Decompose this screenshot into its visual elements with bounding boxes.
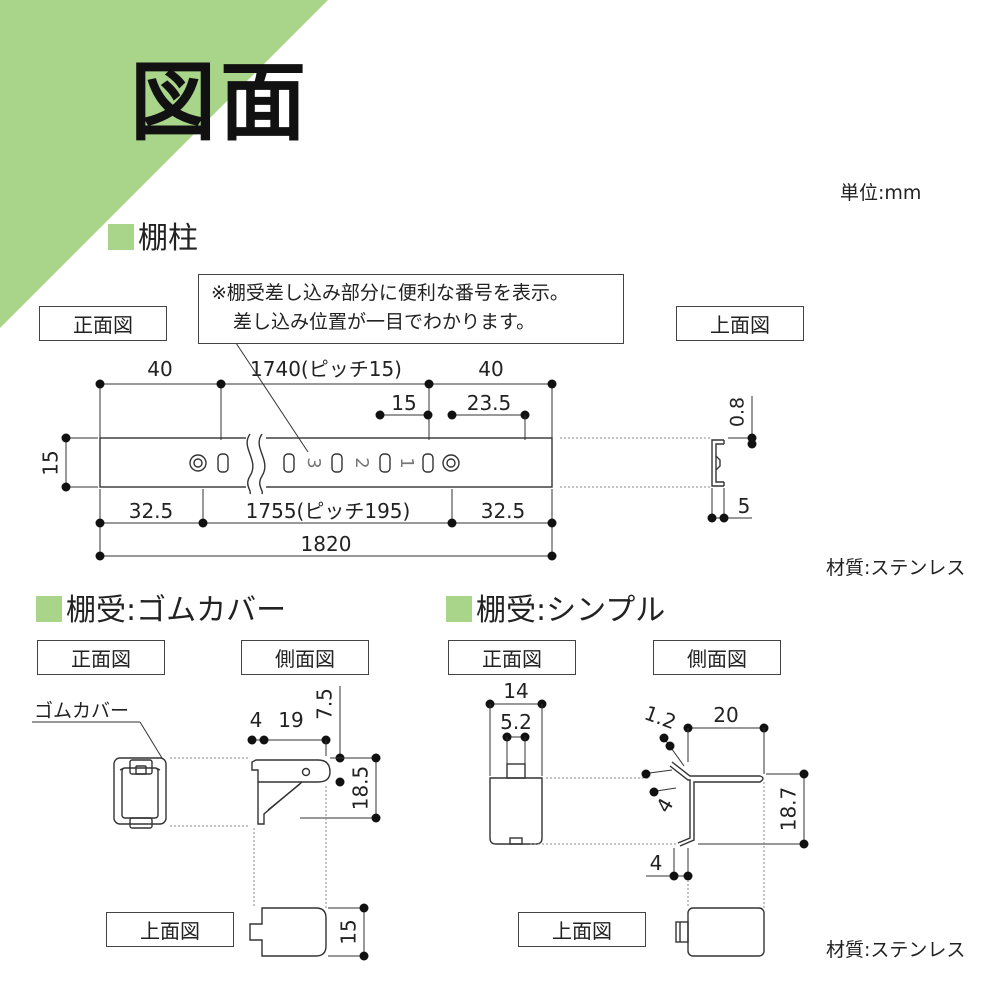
dim-total: 1820 <box>301 532 352 556</box>
dim-left-margin: 40 <box>147 357 172 381</box>
simple-dim-inner: 5.2 <box>500 710 532 734</box>
simple-dim-depth: 20 <box>713 703 738 727</box>
rubber-front-view <box>32 721 167 829</box>
section-heading-pillar: 棚柱 <box>108 224 198 254</box>
rubber-top-view: 15 <box>249 903 369 961</box>
dim-thickness: 0.8 <box>727 397 749 427</box>
square-icon <box>446 596 472 622</box>
material-label-bracket: 材質:ステンレス <box>826 939 966 961</box>
dim-hole-offset: 23.5 <box>467 391 512 415</box>
rubber-dim-b: 19 <box>278 708 303 732</box>
pillar-note: ※棚受差し込み部分に便利な番号を表示。 差し込み位置が一目でわかります。 <box>198 274 624 344</box>
rubber-dim-d: 18.5 <box>349 766 373 811</box>
rubber-dim-a: 4 <box>250 708 263 732</box>
dim-right-margin: 40 <box>478 357 503 381</box>
unit-label: 単位:mm <box>840 182 922 204</box>
simple-top-view-label: 上面図 <box>518 912 646 947</box>
dim-span: 1740(ピッチ15) <box>250 357 402 381</box>
rubber-front-view-label: 正面図 <box>37 640 165 675</box>
dim-depth: 5 <box>738 494 751 518</box>
pillar-front-view-label: 正面図 <box>39 306 167 341</box>
rubber-side-view-label: 側面図 <box>241 640 369 675</box>
rubber-top-view-label: 上面図 <box>106 912 234 947</box>
note-line-2: 差し込み位置が一目でわかります。 <box>233 311 536 333</box>
material-label-pillar: 材質:ステンレス <box>826 557 966 579</box>
dim-bottom-left: 32.5 <box>129 499 174 523</box>
simple-dim-wire: 1.2 <box>641 701 679 734</box>
simple-dim-hook: 4 <box>651 794 678 817</box>
section-heading-rubber: 棚受:ゴムカバー <box>36 596 286 626</box>
slot-number-3: 3 <box>303 457 324 468</box>
pillar-front-view: 40 1740(ピッチ15) 40 15 23.5 3 2 1 <box>39 342 557 561</box>
dim-bottom-span: 1755(ピッチ195) <box>246 499 411 523</box>
dim-bottom-right: 32.5 <box>481 499 526 523</box>
pillar-top-view: 0.8 5 <box>707 396 757 523</box>
rubber-dim-c: 7.5 <box>313 688 337 720</box>
dim-height: 15 <box>39 450 63 475</box>
simple-side-view: 1.2 20 4 18.7 4 <box>641 701 809 881</box>
simple-dim-height: 18.7 <box>777 787 801 832</box>
square-icon <box>108 224 134 250</box>
simple-dim-bottom: 4 <box>650 851 663 875</box>
rubber-dim-e: 15 <box>337 919 361 944</box>
rubber-cover-callout: ゴムカバー <box>34 700 130 722</box>
simple-side-view-label: 側面図 <box>653 640 781 675</box>
square-icon <box>36 596 62 622</box>
simple-dim-width: 14 <box>503 679 528 703</box>
page-title: 図面 <box>130 53 310 153</box>
pillar-top-view-label: 上面図 <box>676 306 804 341</box>
simple-top-view <box>675 907 765 957</box>
note-line-1: ※棚受差し込み部分に便利な番号を表示。 <box>211 282 569 304</box>
simple-front-view: 14 5.2 <box>485 679 547 845</box>
corner-banner <box>0 0 328 328</box>
slot-number-2: 2 <box>351 457 372 468</box>
section-heading-simple: 棚受:シンプル <box>446 596 665 626</box>
slot-number-1: 1 <box>396 457 417 468</box>
dim-pitch: 15 <box>391 391 416 415</box>
rubber-side-view: 4 19 7.5 18.5 <box>247 686 381 825</box>
simple-front-view-label: 正面図 <box>448 640 576 675</box>
